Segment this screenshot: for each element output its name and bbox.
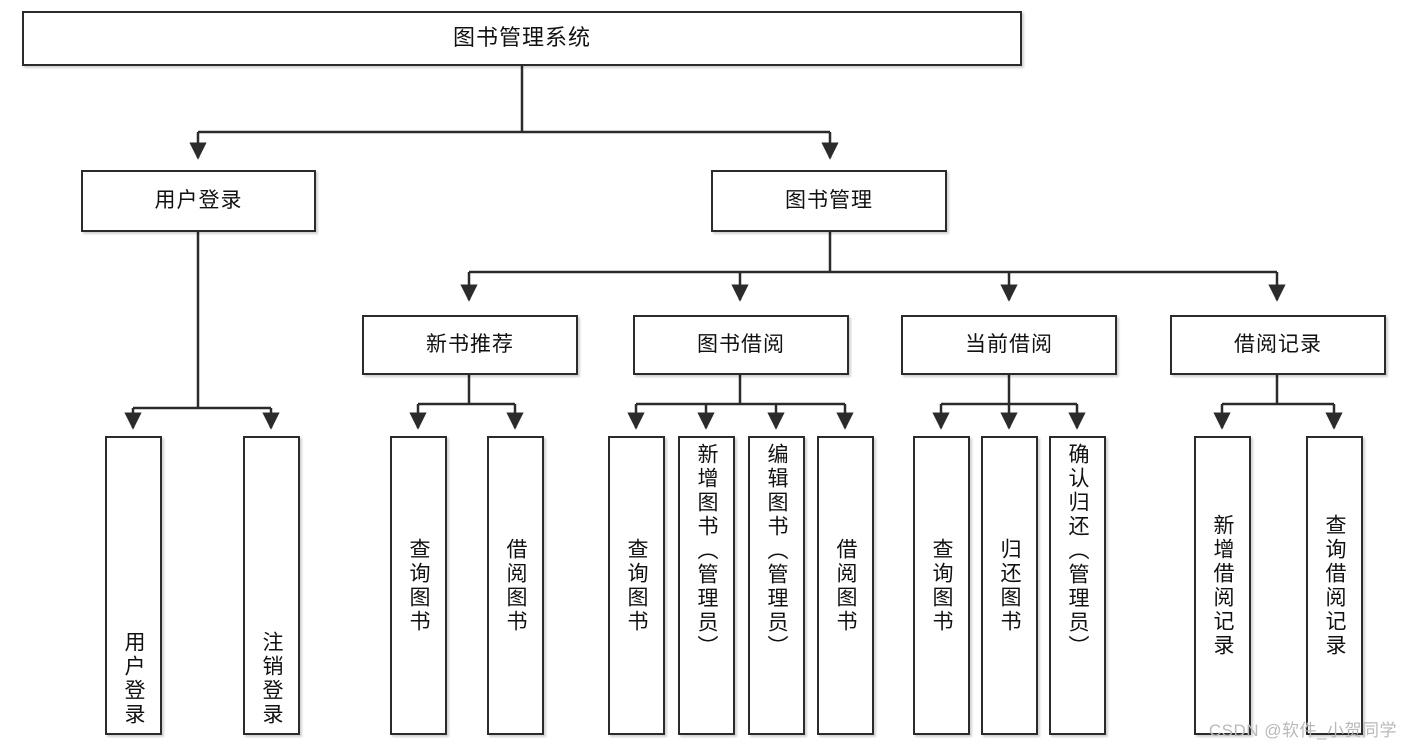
node-borrow-records-label: 借阅记录 [1234,333,1322,357]
node-leaf-user-login[interactable]: 用户登录 [105,436,162,735]
node-leaf-current-query-book[interactable]: 查询图书 [913,436,970,735]
node-current-borrow-label: 当前借阅 [965,333,1053,357]
node-leaf-current-return-book-label: 归还图书 [998,537,1021,634]
node-book-borrow-label: 图书借阅 [697,333,785,357]
node-user-login[interactable]: 用户登录 [81,170,316,232]
node-leaf-borrow-query-book[interactable]: 查询图书 [608,436,665,735]
node-new-book-recommend[interactable]: 新书推荐 [362,315,578,375]
node-leaf-records-query-record[interactable]: 查询借阅记录 [1306,436,1363,735]
node-leaf-recommend-query-book-label: 查询图书 [407,537,430,634]
node-leaf-records-add-record[interactable]: 新增借阅记录 [1194,436,1251,735]
node-current-borrow[interactable]: 当前借阅 [901,315,1117,375]
node-book-management-label: 图书管理 [785,189,873,213]
node-user-login-label: 用户登录 [154,189,243,213]
node-book-management[interactable]: 图书管理 [711,170,947,232]
node-leaf-recommend-borrow-book-label: 借阅图书 [504,537,527,634]
node-leaf-borrow-borrow-book[interactable]: 借阅图书 [817,436,874,735]
node-leaf-records-query-record-label: 查询借阅记录 [1323,513,1346,658]
node-root[interactable]: 图书管理系统 [22,11,1022,66]
node-leaf-user-login-label: 用户登录 [122,631,145,727]
node-leaf-borrow-edit-book-label: 编辑图书（管理员） [765,443,788,659]
node-leaf-user-logout[interactable]: 注销登录 [243,436,300,735]
node-leaf-current-confirm-return[interactable]: 确认归还（管理员） [1049,436,1106,735]
node-leaf-current-query-book-label: 查询图书 [930,537,953,634]
node-book-borrow[interactable]: 图书借阅 [633,315,849,375]
node-leaf-borrow-edit-book[interactable]: 编辑图书（管理员） [748,436,805,735]
node-leaf-borrow-add-book[interactable]: 新增图书（管理员） [678,436,735,735]
csdn-watermark: CSDN @软件_小贺同学 [1208,721,1397,740]
node-leaf-records-add-record-label: 新增借阅记录 [1211,513,1234,658]
node-leaf-recommend-query-book[interactable]: 查询图书 [390,436,447,735]
node-leaf-recommend-borrow-book[interactable]: 借阅图书 [487,436,544,735]
node-new-book-recommend-label: 新书推荐 [426,333,514,357]
node-leaf-borrow-add-book-label: 新增图书（管理员） [695,443,718,659]
node-leaf-current-return-book[interactable]: 归还图书 [981,436,1038,735]
node-leaf-borrow-query-book-label: 查询图书 [625,537,648,634]
node-leaf-borrow-borrow-book-label: 借阅图书 [834,537,857,634]
node-root-label: 图书管理系统 [452,25,591,51]
node-leaf-user-logout-label: 注销登录 [260,631,283,727]
node-leaf-current-confirm-return-label: 确认归还（管理员） [1066,443,1089,659]
node-borrow-records[interactable]: 借阅记录 [1170,315,1386,375]
